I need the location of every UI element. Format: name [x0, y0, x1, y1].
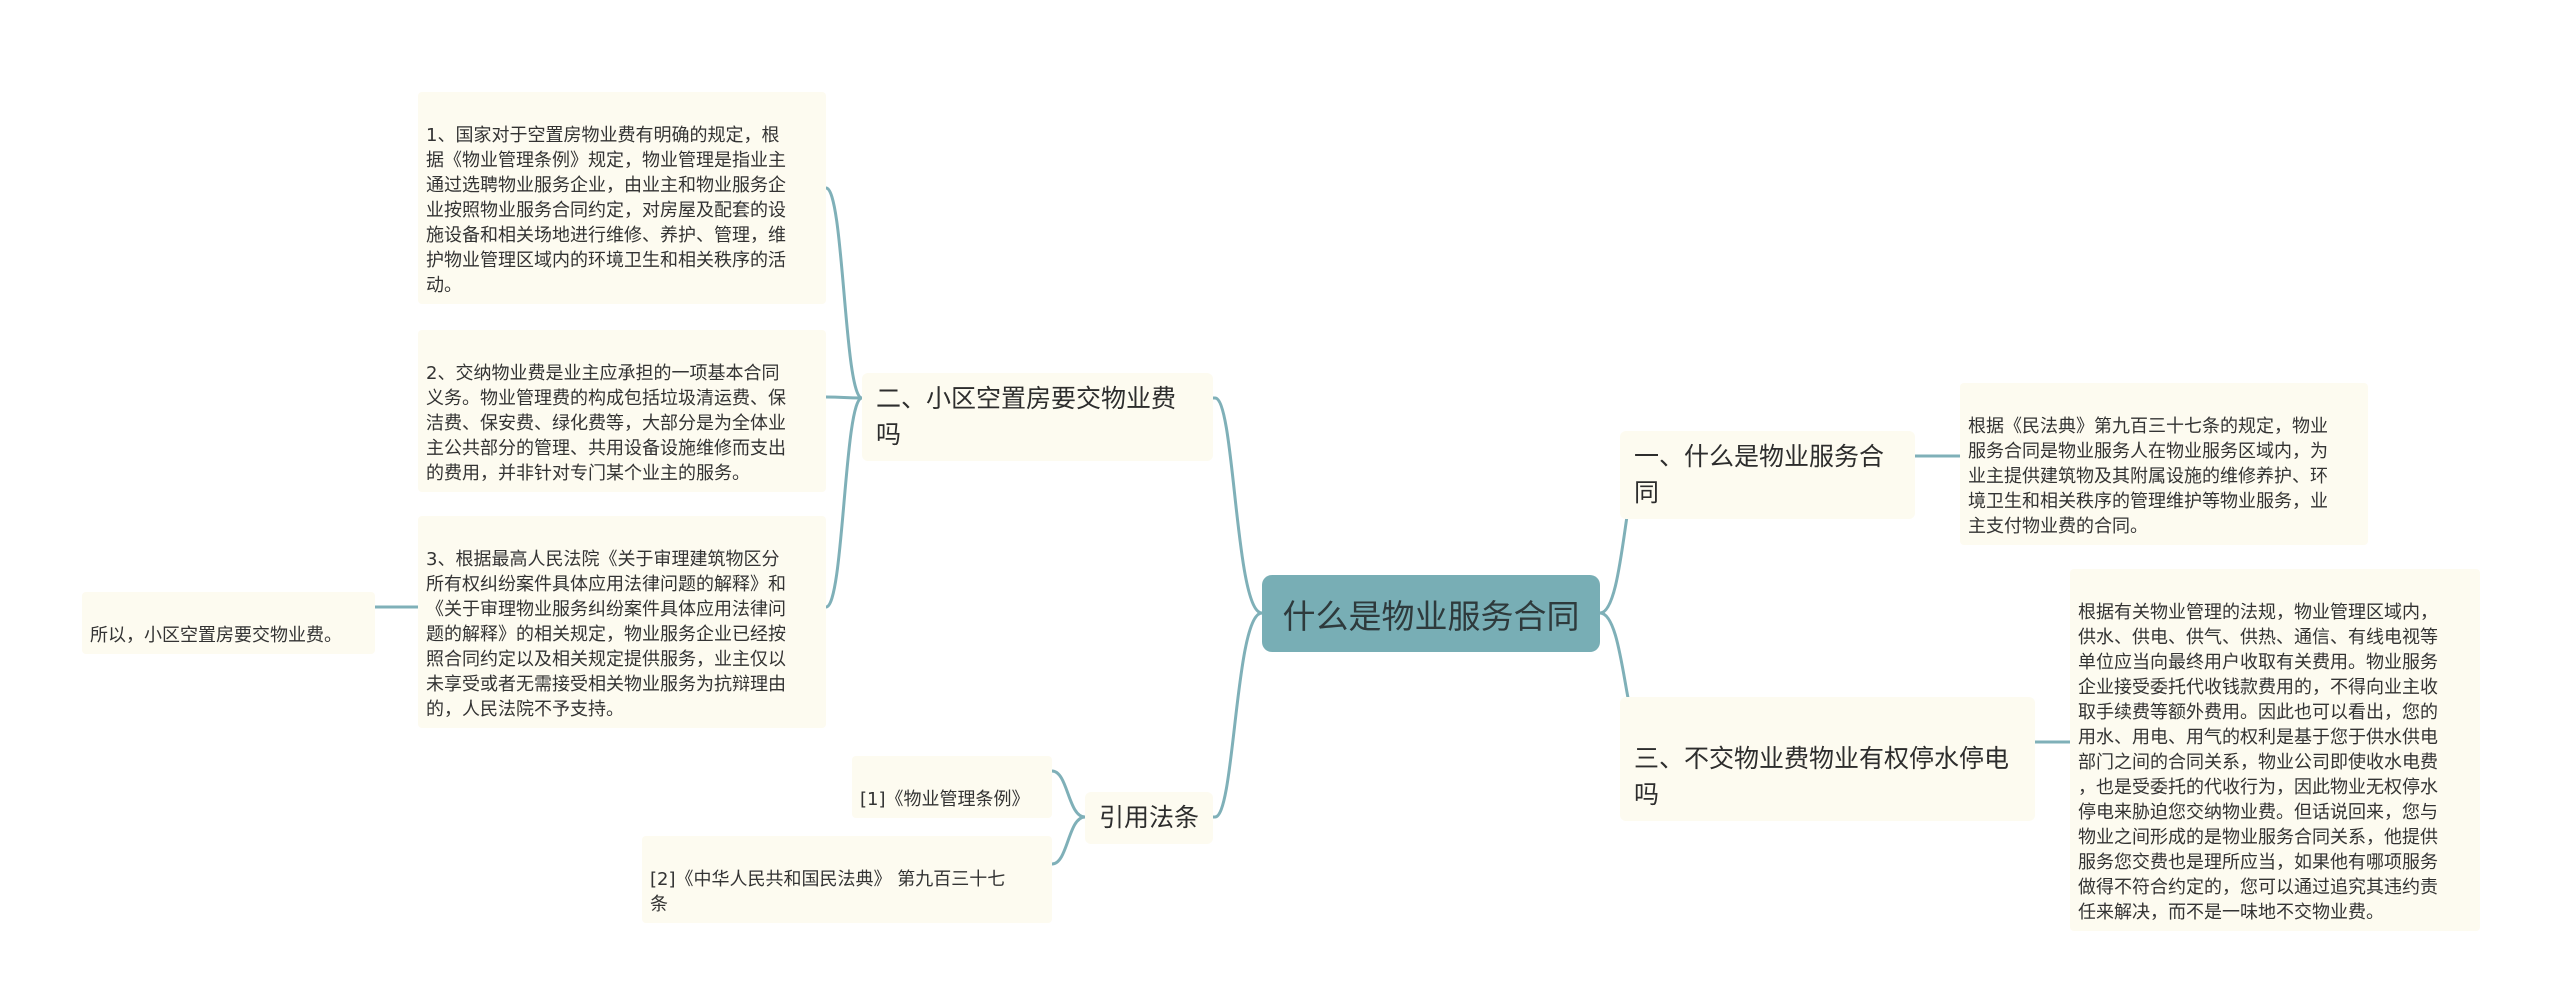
leaf-law-ref-1[interactable]: [1]《物业管理条例》	[852, 756, 1052, 818]
branch-vacant-house-fee[interactable]: 二、小区空置房要交物业费吗	[862, 373, 1213, 461]
branch-what-is-contract[interactable]: 一、什么是物业服务合同	[1620, 431, 1915, 519]
leaf-b2-point-2[interactable]: 2、交纳物业费是业主应承担的一项基本合同 义务。物业管理费的构成包括垃圾清运费、…	[418, 330, 826, 492]
edge-b2-leaf2	[824, 395, 864, 400]
edge-b2-leaf1	[824, 186, 864, 400]
branch-cited-laws[interactable]: 引用法条	[1085, 792, 1213, 844]
edge-root-b2	[1211, 396, 1264, 615]
branch-cited-laws-label: 引用法条	[1099, 803, 1200, 832]
leaf-b3-explanation-text: 根据有关物业管理的法规，物业管理区域内， 供水、供电、供气、供热、通信、有线电视…	[2078, 602, 2438, 923]
edge-law-ref1	[1050, 769, 1087, 819]
branch-what-is-contract-label: 一、什么是物业服务合同	[1634, 442, 1885, 507]
leaf-b1-definition[interactable]: 根据《民法典》第九百三十七条的规定，物业 服务合同是物业服务人在物业服务区域内，…	[1960, 383, 2368, 545]
leaf-b2-conclusion-text: 所以，小区空置房要交物业费。	[90, 625, 342, 646]
leaf-b2-point-3-text: 3、根据最高人民法院《关于审理建筑物区分 所有权纠纷案件具体应用法律问题的解释》…	[426, 549, 786, 720]
branch-vacant-house-fee-label: 二、小区空置房要交物业费吗	[876, 384, 1177, 449]
branch-cut-water-power[interactable]: 三、不交物业费物业有权停水停电 吗	[1620, 697, 2035, 821]
leaf-b3-explanation[interactable]: 根据有关物业管理的法规，物业管理区域内， 供水、供电、供气、供热、通信、有线电视…	[2070, 569, 2480, 931]
edge-law-ref2	[1050, 815, 1087, 866]
root-topic-label: 什么是物业服务合同	[1282, 596, 1580, 636]
edge-b2-leaf3	[824, 396, 864, 609]
leaf-b2-point-1-text: 1、国家对于空置房物业费有明确的规定，根 据《物业管理条例》规定，物业管理是指业…	[426, 125, 786, 296]
leaf-b2-point-2-text: 2、交纳物业费是业主应承担的一项基本合同 义务。物业管理费的构成包括垃圾清运费、…	[426, 363, 786, 484]
leaf-law-ref-2-text: [2]《中华人民共和国民法典》 第九百三十七 条	[650, 869, 1006, 915]
leaf-b2-point-1[interactable]: 1、国家对于空置房物业费有明确的规定，根 据《物业管理条例》规定，物业管理是指业…	[418, 92, 826, 304]
leaf-b1-definition-text: 根据《民法典》第九百三十七条的规定，物业 服务合同是物业服务人在物业服务区域内，…	[1968, 416, 2328, 537]
root-topic[interactable]: 什么是物业服务合同	[1262, 575, 1600, 652]
leaf-law-ref-1-text: [1]《物业管理条例》	[860, 789, 1030, 810]
leaf-b2-point-3[interactable]: 3、根据最高人民法院《关于审理建筑物区分 所有权纠纷案件具体应用法律问题的解释》…	[418, 516, 826, 728]
edge-root-law	[1211, 611, 1264, 819]
branch-cut-water-power-label: 三、不交物业费物业有权停水停电 吗	[1634, 744, 2010, 809]
leaf-law-ref-2[interactable]: [2]《中华人民共和国民法典》 第九百三十七 条	[642, 836, 1052, 923]
leaf-b2-conclusion[interactable]: 所以，小区空置房要交物业费。	[82, 592, 375, 654]
